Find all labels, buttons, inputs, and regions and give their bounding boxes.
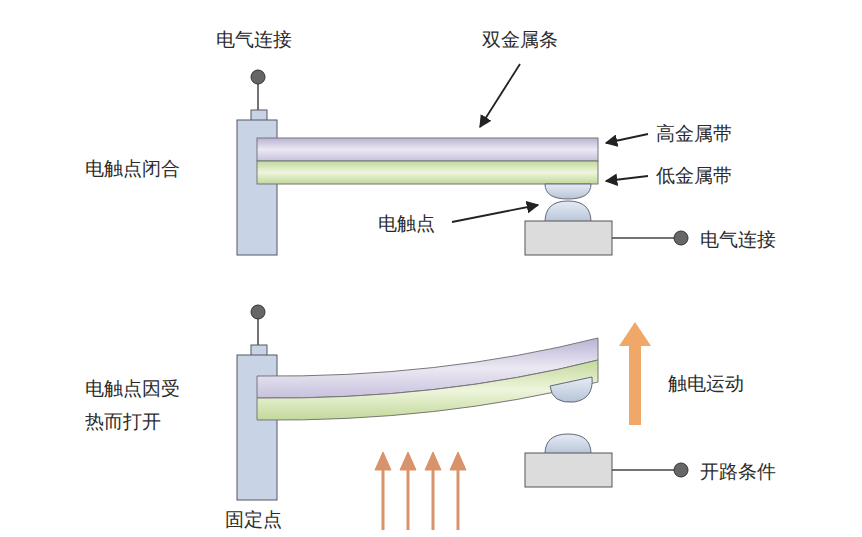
terminal (251, 70, 265, 84)
contact-base (525, 221, 612, 255)
low-metal-strip (257, 360, 598, 420)
state-label: 电触点因受热而打开 (85, 372, 184, 439)
contact-base (525, 453, 612, 487)
leader-line (480, 64, 520, 127)
state-label: 电触点闭合 (85, 157, 180, 180)
leader-line (452, 205, 538, 222)
contact-label: 电触点 (378, 212, 435, 235)
terminal (251, 305, 265, 319)
motion-label: 触电运动 (668, 372, 744, 395)
terminal (674, 231, 688, 245)
low-metal-strip (257, 161, 598, 184)
high-metal-strip (257, 138, 598, 161)
lower-contact (545, 201, 591, 222)
heat-arrows (375, 452, 466, 530)
motion-arrow (619, 322, 651, 425)
connection-label: 电气连接 (700, 228, 776, 251)
upper-contact (550, 377, 592, 402)
leader-line (606, 176, 648, 181)
wire (257, 316, 259, 347)
fixed-point-label: 固定点 (225, 508, 282, 531)
lower-contact (545, 434, 591, 454)
layer-label: 高金属带 (656, 122, 732, 145)
wire (257, 80, 259, 112)
leader-line (606, 134, 648, 143)
strip-label: 双金属条 (482, 28, 558, 51)
upper-contact (545, 184, 591, 199)
terminal (674, 463, 688, 477)
layer-label: 低金属带 (656, 164, 732, 187)
wire (612, 237, 676, 239)
condition-label: 开路条件 (700, 460, 776, 483)
wire (612, 469, 676, 471)
connection-label: 电气连接 (216, 28, 292, 51)
